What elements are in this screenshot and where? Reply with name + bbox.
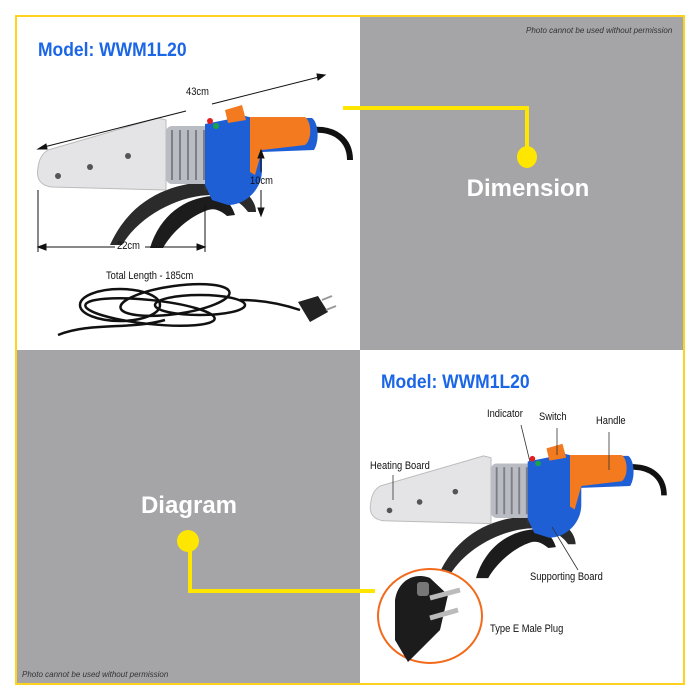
copyright-note-top: Photo cannot be used without permission bbox=[526, 26, 673, 35]
section-label-dimension: Dimension bbox=[466, 175, 590, 202]
width-dimension-label: 22cm bbox=[117, 240, 140, 252]
plug-closeup bbox=[377, 568, 483, 664]
part-leader-lines bbox=[392, 424, 610, 571]
part-label-heating-board: Heating Board bbox=[370, 460, 430, 472]
yellow-frame bbox=[15, 15, 685, 685]
part-label-handle: Handle bbox=[596, 415, 626, 427]
part-label-plug: Type E Male Plug bbox=[490, 623, 564, 635]
connector-diagram bbox=[177, 530, 375, 593]
part-label-switch: Switch bbox=[539, 411, 567, 423]
model-title-bottom: Model: WWM1L20 bbox=[381, 372, 530, 393]
plug-small bbox=[298, 295, 337, 322]
dimension-lines bbox=[36, 73, 327, 252]
model-title-top: Model: WWM1L20 bbox=[38, 40, 187, 61]
power-cord-coil bbox=[57, 282, 301, 337]
height-dimension-label: 10cm bbox=[250, 175, 273, 187]
part-label-supporting-board: Supporting Board bbox=[530, 571, 603, 583]
length-dimension-label: 43cm bbox=[186, 86, 209, 98]
cord-length-label: Total Length - 185cm bbox=[106, 270, 194, 282]
connector-dimension bbox=[343, 106, 537, 168]
part-label-indicator: Indicator bbox=[487, 408, 523, 420]
panel-top-right bbox=[360, 15, 683, 350]
panel-bottom-left bbox=[15, 350, 360, 683]
copyright-note-bottom: Photo cannot be used without permission bbox=[22, 670, 169, 679]
section-label-diagram: Diagram bbox=[140, 492, 238, 519]
